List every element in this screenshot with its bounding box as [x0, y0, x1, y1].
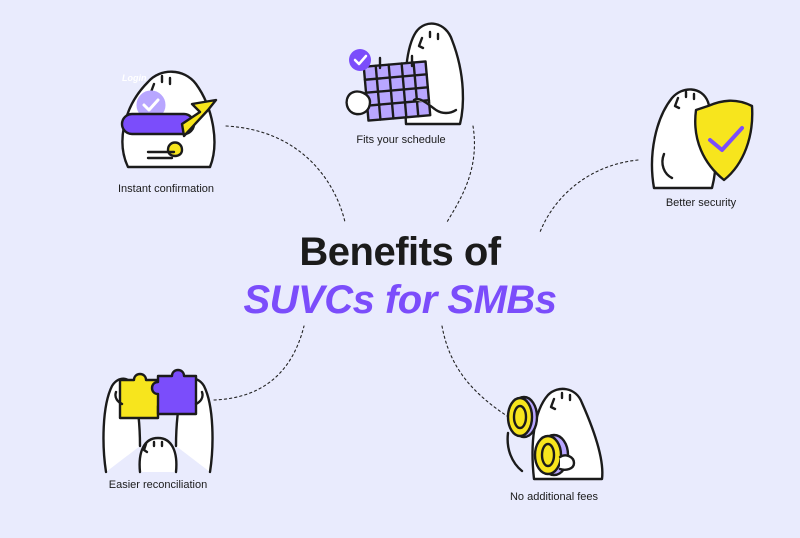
- connector-fits-schedule: [446, 125, 475, 223]
- benefit-label-easier-reconciliation: Easier reconciliation: [108, 479, 208, 491]
- benefit-label-fits-schedule: Fits your schedule: [356, 134, 446, 146]
- login-confirm-icon: [120, 70, 218, 169]
- benefit-label-no-fees: No additional fees: [509, 491, 599, 503]
- connector-easier-reconciliation: [213, 325, 305, 401]
- calendar-icon: [345, 22, 465, 126]
- title-line-2: SUVCs for SMBs: [243, 278, 557, 322]
- connector-instant-confirmation: [225, 125, 346, 223]
- benefit-label-instant-confirmation: Instant confirmation: [118, 183, 214, 195]
- puzzle-icon: [102, 368, 214, 474]
- benefit-label-better-security: Better security: [665, 197, 737, 209]
- login-badge-text: Login: [122, 73, 147, 83]
- connector-no-fees: [441, 325, 511, 419]
- coins-icon: [506, 387, 604, 481]
- connector-better-security: [539, 159, 639, 233]
- shield-check-icon: [650, 88, 754, 190]
- central-title: Benefits of SUVCs for SMBs: [0, 228, 800, 324]
- title-line-1: Benefits of: [299, 230, 501, 274]
